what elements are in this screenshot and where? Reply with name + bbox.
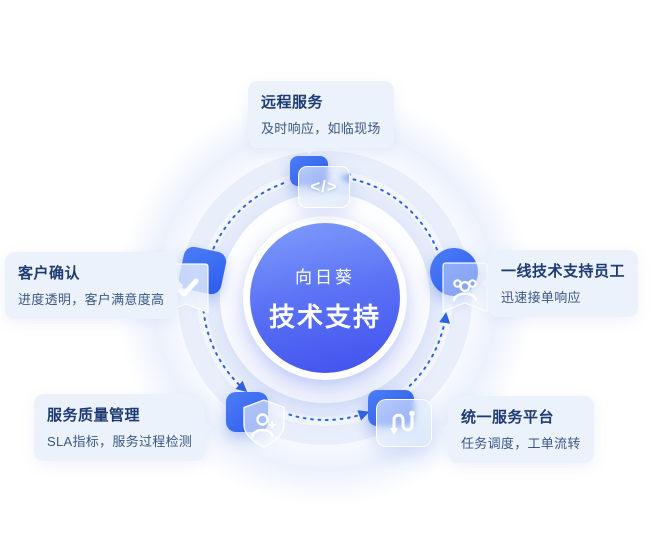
center-badge: 向日葵 技术支持 bbox=[243, 216, 407, 380]
code-glyph: </> bbox=[310, 177, 338, 196]
workflow-icon bbox=[376, 399, 432, 447]
node-subtitle: 迅速接单响应 bbox=[501, 290, 581, 305]
node-title: 客户确认 bbox=[18, 265, 81, 282]
node-card-remote: 远程服务 及时响应，如临现场 bbox=[248, 81, 394, 148]
node-subtitle: SLA指标，服务过程检测 bbox=[47, 434, 193, 449]
arrow-quality-to-platform bbox=[288, 410, 370, 421]
node-card-customer: 客户确认 进度透明，客户满意度高 bbox=[5, 252, 178, 319]
node-card-platform: 统一服务平台 任务调度，工单流转 bbox=[448, 396, 594, 463]
code-icon: </> bbox=[298, 166, 350, 208]
node-title: 统一服务平台 bbox=[461, 409, 555, 426]
workflow-glyph bbox=[390, 410, 415, 435]
node-card-staff: 一线技术支持员工 迅速接单响应 bbox=[488, 250, 639, 317]
arrow-staff-to-remote bbox=[339, 172, 441, 258]
node-icon-platform bbox=[366, 390, 432, 448]
node-icon-quality bbox=[226, 390, 290, 452]
team-icon bbox=[442, 262, 488, 313]
arrow-platform-to-staff bbox=[408, 312, 451, 387]
arrow-customer-to-quality bbox=[202, 309, 248, 393]
node-icon-staff bbox=[430, 248, 494, 314]
person-shield-icon bbox=[243, 399, 285, 448]
node-subtitle: 进度透明，客户满意度高 bbox=[18, 292, 165, 307]
node-icon-remote: </> bbox=[286, 156, 350, 212]
node-subtitle: 任务调度，工单流转 bbox=[461, 436, 581, 451]
node-card-quality: 服务质量管理 SLA指标，服务过程检测 bbox=[34, 394, 206, 461]
node-title: 一线技术支持员工 bbox=[501, 263, 626, 280]
node-title: 服务质量管理 bbox=[47, 407, 141, 424]
center-title: 技术支持 bbox=[268, 301, 381, 332]
center-circle: 向日葵 技术支持 bbox=[250, 223, 400, 373]
node-title: 远程服务 bbox=[261, 94, 324, 111]
brand-name: 向日葵 bbox=[295, 267, 355, 287]
node-subtitle: 及时响应，如临现场 bbox=[261, 121, 381, 136]
